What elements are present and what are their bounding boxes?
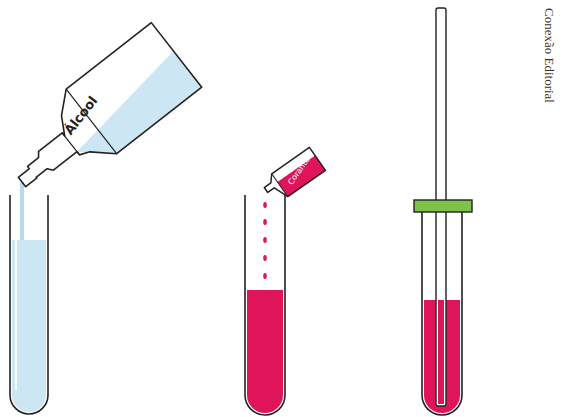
alcohol-bottle (0, 23, 202, 211)
test-tube-capillary (414, 8, 472, 415)
bottle-label: Álcool (62, 94, 100, 137)
credit-text: Conexão Editorial (543, 8, 556, 103)
dye-bottle (260, 147, 325, 204)
test-tube-dye (245, 195, 285, 415)
test-tube-alcohol (10, 182, 48, 414)
